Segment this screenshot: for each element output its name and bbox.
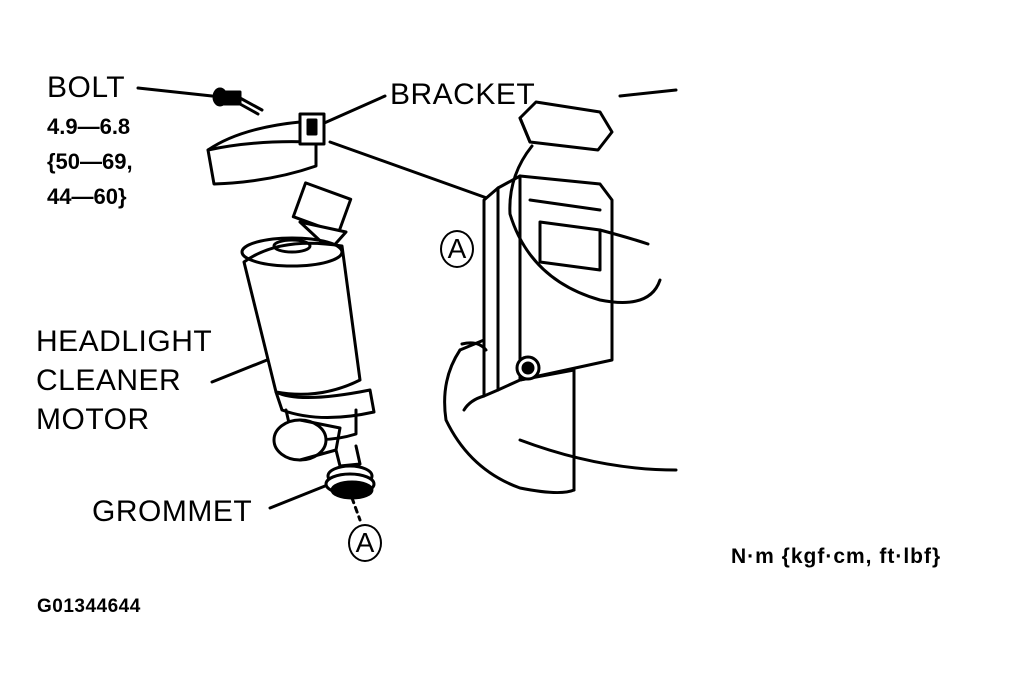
bolt-label: BOLT xyxy=(47,71,126,104)
grommet-label: GROMMET xyxy=(92,495,253,528)
bolt-torque-line-1: 4.9—6.8 xyxy=(47,114,131,139)
motor-label-line-2: CLEANER xyxy=(36,364,182,397)
grommet-part xyxy=(324,464,376,522)
reference-a-circle-lower: A xyxy=(348,524,382,562)
cleaner-motor xyxy=(240,181,376,468)
bolt-torque-line-2: {50—69, xyxy=(47,149,133,174)
mounting-band xyxy=(206,112,326,186)
figure-id: G01344644 xyxy=(37,596,141,617)
reference-a-circle-upper: A xyxy=(440,230,474,268)
leader-lines xyxy=(136,86,500,510)
motor-label-line-3: MOTOR xyxy=(36,403,150,436)
bolt-torque-line-3: 44—60} xyxy=(47,184,127,209)
motor-label-line-1: HEADLIGHT xyxy=(36,325,213,358)
bracket-label: BRACKET xyxy=(390,78,536,111)
bolt-part xyxy=(212,87,264,116)
torque-units-note: N·m {kgf·cm, ft·lbf} xyxy=(731,545,942,568)
vehicle-body xyxy=(443,88,678,495)
